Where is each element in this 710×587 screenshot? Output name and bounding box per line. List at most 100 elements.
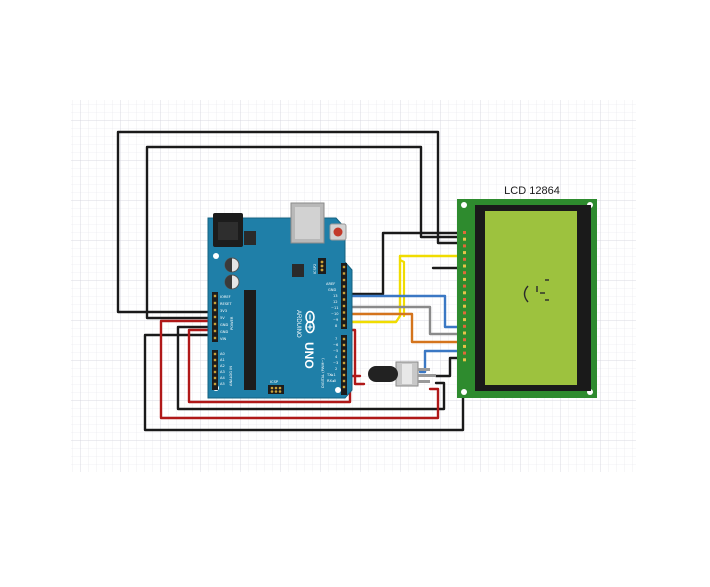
arduino-uno-board[interactable]: IOREF RESET 3V3 5V GND GND VIN A0 A1 A2 … (207, 202, 353, 399)
header-pin[interactable] (213, 382, 217, 386)
pin-label-d11: ~11 (331, 306, 339, 310)
lcd-pin[interactable] (463, 237, 466, 241)
header-pin[interactable] (342, 291, 346, 295)
pin-label-gnd: GND (220, 323, 228, 327)
lcd-pin[interactable] (463, 311, 466, 315)
pin-label-d7: 7 (335, 337, 337, 341)
lcd-pin[interactable] (463, 257, 466, 261)
wire-black-gnd-bottom[interactable] (176, 325, 446, 411)
header-pin[interactable] (342, 373, 346, 377)
lcd-pin[interactable] (463, 351, 466, 355)
mounting-hole (335, 387, 341, 393)
digital-section-label: DIGITAL (PWM~) (321, 358, 325, 388)
power-section-label: POWER (230, 316, 234, 330)
pin-label-d12: 12 (333, 300, 338, 304)
header-pin[interactable] (213, 376, 217, 380)
wire-blue-pot[interactable] (418, 349, 467, 374)
header-pin[interactable] (342, 343, 346, 347)
potentiometer-knob[interactable] (368, 366, 398, 382)
header-pin[interactable] (213, 301, 217, 305)
header-pin[interactable] (342, 324, 346, 327)
wire-black-inner-loop[interactable] (145, 145, 467, 320)
lcd-pin[interactable] (463, 338, 466, 342)
pin-label-d6: ~6 (333, 343, 339, 347)
lcd-pin[interactable] (463, 358, 466, 362)
pin-label-d8: 8 (335, 324, 338, 328)
lcd-pin[interactable] (463, 298, 466, 301)
wire-black-outer-loop[interactable] (116, 130, 467, 314)
header-pin[interactable] (213, 364, 217, 368)
lcd-pin[interactable] (463, 318, 466, 322)
header-pin[interactable] (342, 304, 346, 308)
header-pin[interactable] (213, 358, 217, 362)
header-pin[interactable] (342, 355, 346, 359)
lcd-display-glyph (523, 279, 549, 303)
lcd-screen (485, 211, 577, 385)
lcd-pin[interactable] (463, 271, 466, 275)
lcd-title: LCD 12864 (504, 185, 560, 197)
lcd-pin[interactable] (463, 277, 466, 281)
pin-label-reset: RESET (220, 302, 232, 306)
wire-blue[interactable] (344, 294, 467, 329)
voltage-regulator (244, 231, 256, 245)
arduino-model-text: UNO (302, 342, 316, 369)
header-pin[interactable] (342, 311, 346, 314)
pin-label-d4: 4 (335, 355, 338, 359)
header-pin[interactable] (213, 294, 217, 298)
header-pin[interactable] (213, 315, 217, 319)
header-pin[interactable] (213, 352, 217, 356)
pin-label-5v: 5V (220, 316, 225, 320)
mounting-hole (213, 253, 219, 259)
header-pin[interactable] (342, 361, 346, 365)
pin-label-a5: A5 (220, 382, 225, 386)
potentiometer[interactable] (368, 361, 436, 387)
header-pin[interactable] (342, 285, 346, 288)
header-pin[interactable] (213, 336, 217, 340)
lcd-pin[interactable] (463, 284, 466, 288)
lcd-pin[interactable] (463, 291, 466, 295)
header-pin[interactable] (342, 379, 346, 383)
header-pin[interactable] (342, 337, 346, 341)
wire-black-lcd-return[interactable] (143, 333, 465, 432)
pin-label-gnd-top: GND (328, 288, 336, 292)
pin-label-vin: VIN (220, 337, 227, 341)
header-pin[interactable] (342, 278, 346, 282)
wire-red-5v[interactable] (159, 319, 440, 420)
header-pin[interactable] (342, 272, 346, 275)
pin-label-a4: A4 (220, 376, 225, 380)
lcd-pin[interactable] (463, 264, 466, 268)
header-pin[interactable] (342, 298, 346, 301)
header-pin[interactable] (213, 329, 217, 333)
wire-yellow-2[interactable] (398, 258, 406, 318)
pin-label-ioref: IOREF (220, 295, 231, 299)
wire-orange[interactable] (344, 312, 467, 344)
pin-label-3v3: 3V3 (220, 309, 227, 313)
wire-gray[interactable] (344, 305, 467, 336)
crystal-chip (292, 264, 304, 277)
wire-black-d13[interactable] (344, 231, 467, 296)
pin-label-rx: RX◂0 (327, 379, 337, 383)
header-pin[interactable] (213, 370, 217, 374)
lcd-pin[interactable] (463, 324, 466, 328)
header-pin[interactable] (342, 349, 346, 353)
header-pin[interactable] (213, 322, 217, 326)
header-pin[interactable] (342, 385, 346, 389)
pin-label-aref: AREF (326, 282, 335, 286)
pin-label-d13: 13 (333, 294, 338, 298)
lcd-pin[interactable] (463, 244, 466, 248)
header-pin[interactable] (213, 308, 217, 312)
header-pin[interactable] (342, 265, 346, 269)
lcd-pin[interactable] (463, 304, 466, 308)
lcd-12864-module[interactable] (457, 199, 597, 398)
analog-section-label: ANALOG IN (229, 366, 233, 386)
atmega-chip (244, 290, 256, 390)
wire-yellow[interactable] (344, 254, 467, 324)
lcd-pin[interactable] (463, 344, 466, 348)
lcd-pin[interactable] (463, 331, 466, 335)
lcd-pin[interactable] (463, 251, 466, 255)
pin-label-gnd-2: GND (220, 330, 228, 334)
header-pin[interactable] (342, 317, 346, 321)
header-pin[interactable] (342, 367, 346, 371)
icsp-header (268, 385, 284, 394)
lcd-pin[interactable] (463, 231, 466, 234)
